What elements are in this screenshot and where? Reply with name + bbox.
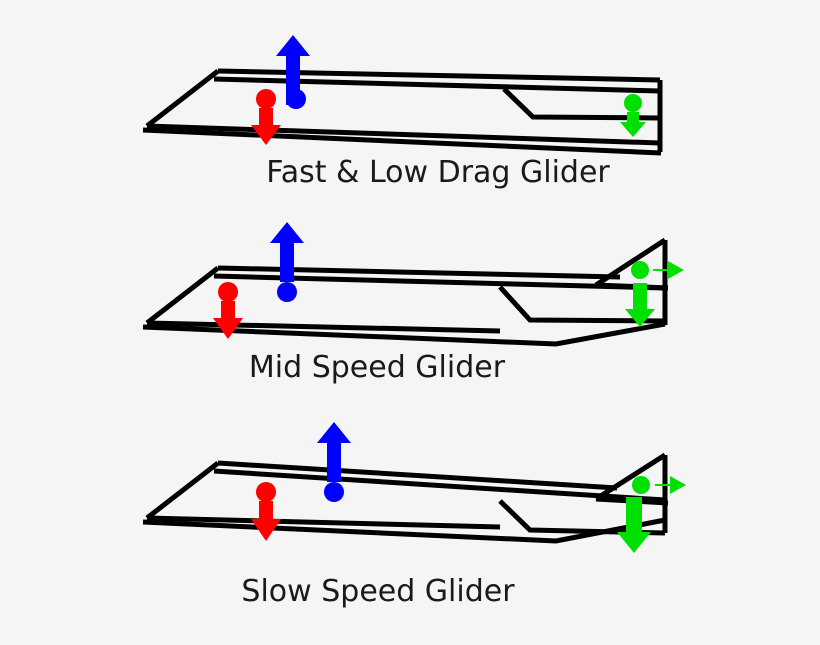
red-down-arrow-icon (251, 501, 281, 541)
green-down-arrow-icon (625, 283, 655, 327)
glider1-tail-arrow-down (620, 112, 646, 137)
glider1-trailing-edge (142, 127, 662, 156)
glider1-leading-edge (145, 69, 220, 128)
glider-slow-speed: Slow Speed Glider (142, 422, 686, 609)
glider3-weight-arrow-down (251, 501, 281, 541)
red-down-arrow-icon (251, 108, 281, 145)
glider3-top-ridge (217, 460, 618, 491)
blue-up-arrow-icon (270, 222, 304, 282)
glider3-red-dot-marker (256, 482, 276, 502)
blue-up-arrow-icon (276, 35, 310, 105)
glider2-thrust-arrow-right (653, 261, 684, 279)
glider3-green-dot-marker (632, 476, 650, 494)
red-down-arrow-icon (213, 301, 243, 339)
glider3-tail-arrow-down (617, 497, 651, 553)
glider-mid-speed: Mid Speed Glider (142, 222, 684, 385)
green-down-arrow-icon (620, 112, 646, 137)
glider2-green-dot-marker (631, 261, 649, 279)
blue-up-arrow-icon (317, 422, 351, 482)
glider2-blue-dot-marker (277, 282, 297, 302)
glider2-fin-leading-edge (594, 237, 667, 288)
glider3-fin-leading-edge (594, 452, 667, 502)
glider1-lift-arrow-up (276, 35, 310, 105)
glider1-green-dot-marker (624, 94, 642, 112)
glider1-lower-body-line (146, 123, 661, 146)
glider2-label: Mid Speed Glider (249, 350, 506, 385)
glider2-lift-arrow-up (270, 222, 304, 282)
glider1-label: Fast & Low Drag Glider (266, 155, 610, 190)
glider3-lift-arrow-up (317, 422, 351, 482)
glider2-elevon-hinge (498, 285, 666, 324)
glider2-red-dot-marker (218, 282, 238, 302)
glider2-lower-body-line (146, 320, 501, 334)
glider2-leading-edge (145, 266, 220, 325)
glider1-elevon-hinge (502, 87, 661, 121)
glider-fast-low-drag: Fast & Low Drag Glider (142, 35, 663, 190)
glider3-leading-edge (145, 461, 220, 520)
green-right-arrow-icon (653, 261, 684, 279)
green-down-arrow-icon (617, 497, 651, 553)
glider3-thrust-arrow-right (655, 476, 686, 494)
green-right-arrow-icon (655, 476, 686, 494)
glider1-blue-dot-marker (286, 89, 306, 109)
glider2-trailing-edge (142, 321, 666, 347)
glider2-fin-base (595, 282, 669, 291)
glider1-red-dot-marker (256, 89, 276, 109)
glider3-lower-body-line (146, 515, 501, 530)
glider2-tail-arrow-down (625, 283, 655, 327)
glider2-weight-arrow-down (213, 301, 243, 339)
glider3-blue-dot-marker (324, 482, 344, 502)
glider1-weight-arrow-down (251, 108, 281, 145)
glider3-label: Slow Speed Glider (241, 574, 515, 609)
glider3-ridge-lower (213, 468, 666, 503)
